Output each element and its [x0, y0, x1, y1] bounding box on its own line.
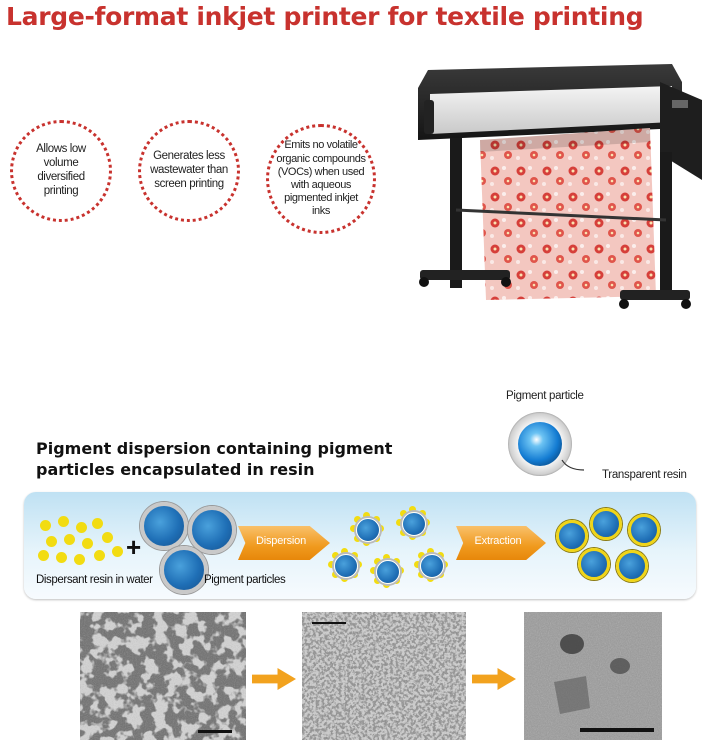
page-title: Large-format inkjet printer for textile … — [6, 2, 644, 31]
benefit-circle-wastewater: Generates less wastewater than screen pr… — [138, 120, 240, 222]
dispersion-label: Dispersion — [256, 535, 306, 547]
tem-image-before — [80, 612, 246, 740]
process-panel: Dispersant resin in water + Pigment part… — [24, 492, 696, 599]
benefit-text: Allows low volume diversified printing — [36, 143, 86, 197]
legend-transparent-resin-label: Transparent resin — [602, 469, 687, 481]
benefit-text: Generates less wastewater than screen pr… — [150, 150, 228, 190]
process-title: Pigment dispersion containing pigment pa… — [36, 439, 393, 479]
extraction-arrow — [456, 526, 546, 560]
dispersant-label: Dispersant resin in water — [36, 574, 153, 586]
legend-encapsulated-particle — [508, 412, 585, 476]
legend-pigment-particle-label: Pigment particle — [506, 390, 584, 402]
extraction-label: Extraction — [474, 535, 522, 547]
benefit-circle-low-volume: Allows low volume diversified printing — [10, 120, 112, 222]
tem-arrow-2 — [472, 668, 516, 690]
tem-arrow-1 — [252, 668, 296, 690]
printer-illustration — [418, 64, 702, 309]
tem-image-dispersed — [302, 612, 466, 740]
benefit-text: Emits no volatile organic compounds (VOC… — [276, 139, 366, 218]
benefit-circle-vocs: Emits no volatile organic compounds (VOC… — [266, 124, 376, 234]
plus-sign: + — [126, 532, 142, 562]
dispersion-arrow — [238, 526, 330, 560]
pigment-particles-label: Pigment particles — [204, 574, 286, 586]
tem-image-extracted — [524, 612, 662, 740]
